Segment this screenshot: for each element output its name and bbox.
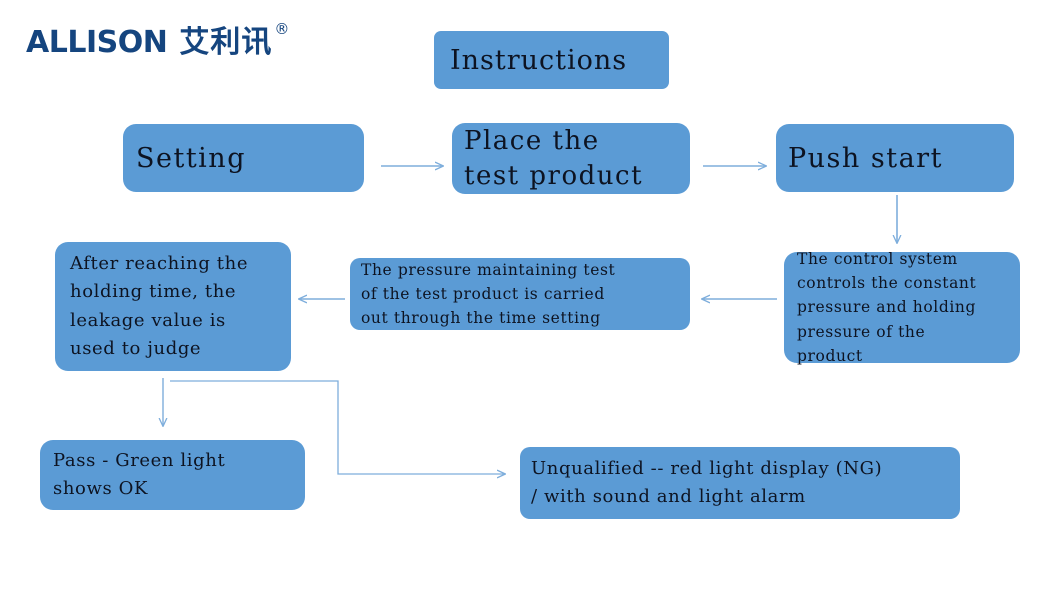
node-pressure-maintaining-test-label: The pressure maintaining test of the tes… bbox=[361, 260, 616, 328]
node-after-holding-time-label: After reaching the holding time, the lea… bbox=[70, 252, 249, 359]
logo-wordmark: ALLISON bbox=[26, 25, 168, 60]
node-unqualified-red-light[interactable]: Unqualified -- red light display (NG) / … bbox=[520, 447, 960, 519]
node-pass-green-light-label: Pass - Green light shows OK bbox=[53, 450, 226, 499]
node-instructions-label: Instructions bbox=[450, 44, 628, 76]
node-place-test-product[interactable]: Place the test product bbox=[452, 123, 690, 194]
node-control-system[interactable]: The control system controls the constant… bbox=[784, 250, 1020, 365]
registered-trademark-icon: ® bbox=[274, 20, 290, 38]
logo-chinese-name: 艾利讯 bbox=[179, 25, 273, 60]
node-instructions[interactable]: Instructions bbox=[434, 31, 669, 89]
node-push-start[interactable]: Push start bbox=[776, 124, 1014, 192]
node-push-start-label: Push start bbox=[788, 142, 943, 174]
node-setting-label: Setting bbox=[136, 142, 246, 174]
node-control-system-label: The control system controls the constant… bbox=[797, 250, 977, 365]
node-after-holding-time[interactable]: After reaching the holding time, the lea… bbox=[55, 242, 291, 371]
node-pressure-maintaining-test[interactable]: The pressure maintaining test of the tes… bbox=[350, 258, 690, 330]
node-unqualified-red-light-label: Unqualified -- red light display (NG) / … bbox=[531, 458, 883, 507]
node-pass-green-light[interactable]: Pass - Green light shows OK bbox=[40, 440, 305, 510]
company-logo: ALLISON 艾利讯 ® bbox=[26, 22, 289, 60]
node-place-test-product-label: Place the test product bbox=[464, 125, 644, 191]
node-setting[interactable]: Setting bbox=[123, 124, 364, 192]
